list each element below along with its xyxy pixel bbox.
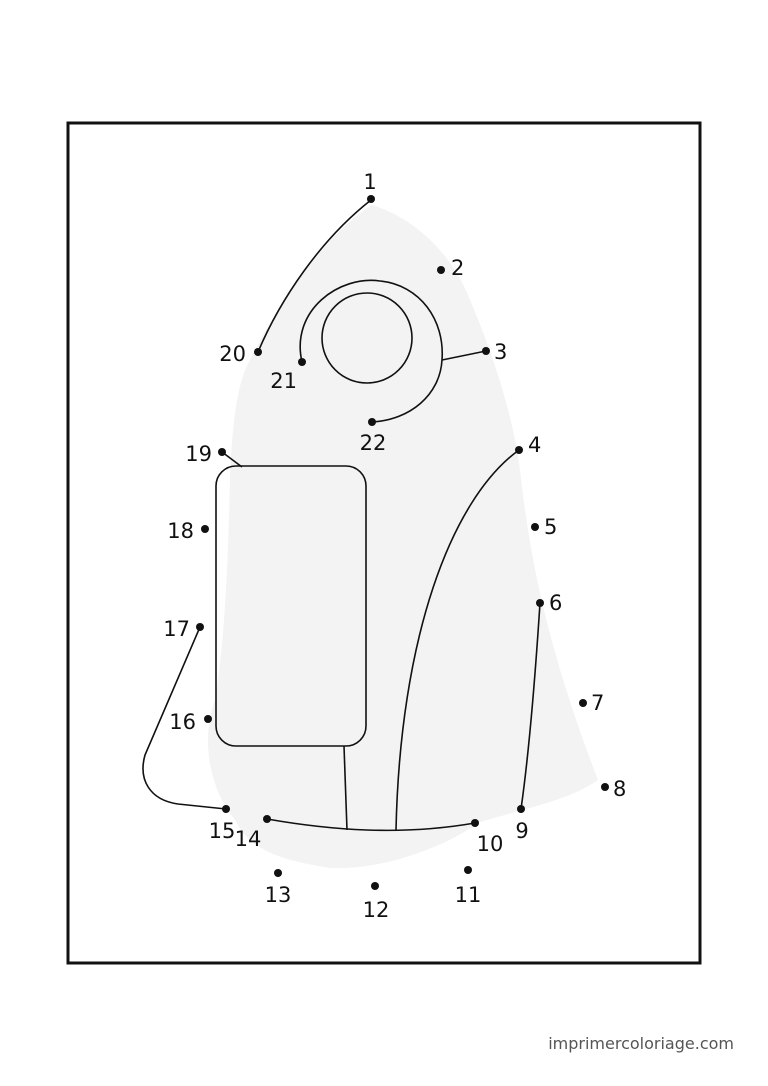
- line-6-9: [520, 602, 541, 810]
- dot-label-20: 20: [219, 342, 246, 366]
- dot-label-14: 14: [235, 827, 262, 851]
- dot-label-2: 2: [451, 256, 464, 280]
- dot-6: [536, 599, 544, 607]
- dot-16: [204, 715, 212, 723]
- side-panel: [215, 465, 367, 747]
- dot-2: [437, 266, 445, 274]
- dot-17: [196, 623, 204, 631]
- dot-label-15: 15: [209, 819, 236, 843]
- dot-1: [367, 195, 375, 203]
- dot-label-13: 13: [265, 883, 292, 907]
- dot-label-18: 18: [167, 519, 194, 543]
- dot-label-7: 7: [591, 691, 604, 715]
- dot-19: [218, 448, 226, 456]
- dot-4: [515, 446, 523, 454]
- dot-10: [471, 819, 479, 827]
- dot-label-16: 16: [169, 710, 196, 734]
- dot-label-19: 19: [185, 442, 212, 466]
- dot-label-17: 17: [163, 617, 190, 641]
- dot-8: [601, 783, 609, 791]
- dot-18: [201, 525, 209, 533]
- dot-label-4: 4: [528, 433, 541, 457]
- rocket-shading: [207, 205, 598, 869]
- dot-label-1: 1: [363, 170, 376, 194]
- dot-label-3: 3: [494, 340, 507, 364]
- dot-11: [464, 866, 472, 874]
- dot-label-11: 11: [455, 883, 482, 907]
- dot-label-10: 10: [477, 832, 504, 856]
- dot-15: [222, 805, 230, 813]
- dot-label-21: 21: [270, 369, 297, 393]
- guide-lines: [142, 199, 541, 832]
- porthole-outer-arc: [299, 279, 443, 423]
- dot-label-9: 9: [515, 819, 528, 843]
- dot-7: [579, 699, 587, 707]
- line-panel-down: [343, 745, 348, 831]
- line-1-20: [257, 199, 372, 353]
- dot-label-22: 22: [360, 431, 387, 455]
- dot-13: [274, 869, 282, 877]
- line-14-10: [266, 818, 476, 832]
- dot-14: [263, 815, 271, 823]
- frame-border: [66, 121, 702, 965]
- line-19-panel: [221, 451, 243, 468]
- dot-9: [517, 805, 525, 813]
- dot-3: [482, 347, 490, 355]
- dot-label-8: 8: [613, 777, 626, 801]
- dot-20: [254, 348, 262, 356]
- dot-12: [371, 882, 379, 890]
- line-porthole-3: [441, 350, 487, 361]
- dot-label-12: 12: [363, 898, 390, 922]
- line-17-15: [142, 626, 227, 810]
- watermark: imprimercoloriage.com: [548, 1034, 734, 1053]
- porthole-inner-circle: [321, 292, 413, 384]
- line-4-down: [395, 449, 520, 831]
- dot-label-6: 6: [549, 591, 562, 615]
- dot-22: [368, 418, 376, 426]
- dot-5: [531, 523, 539, 531]
- dot-21: [298, 358, 306, 366]
- dot-label-5: 5: [544, 515, 557, 539]
